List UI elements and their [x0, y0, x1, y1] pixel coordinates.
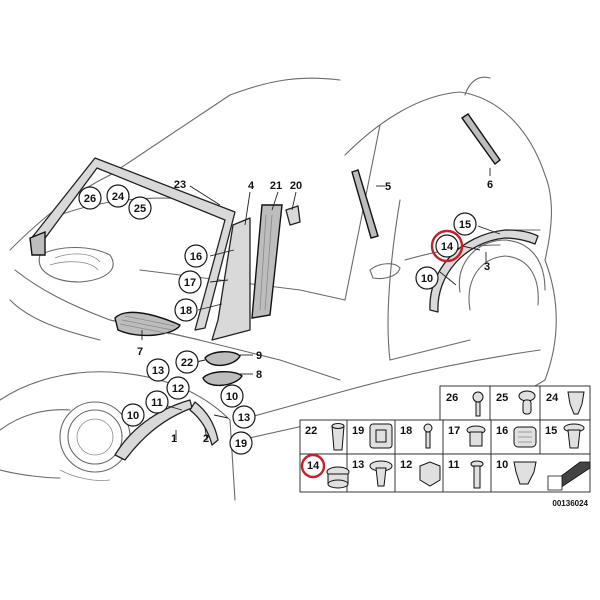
- grid-label-18: 18: [400, 425, 412, 437]
- fastener-26-screw: [472, 391, 484, 417]
- callout-15: 15: [453, 212, 477, 236]
- arrow-shape: [547, 461, 591, 491]
- label-8: 8: [256, 369, 262, 381]
- grid-label-19: 19: [352, 425, 364, 437]
- label-9: 9: [256, 350, 262, 362]
- label-4: 4: [248, 180, 255, 192]
- svg-text:24: 24: [112, 191, 125, 203]
- grid-label-22: 22: [305, 425, 317, 437]
- grid-label-13: 13: [352, 459, 364, 471]
- grid-label-15: 15: [545, 425, 557, 437]
- roof-strip-6: [461, 113, 501, 166]
- svg-text:16: 16: [190, 251, 202, 263]
- callout-18: 18: [174, 298, 198, 322]
- pillar-strip-5: [351, 169, 379, 239]
- fastener-11-bolt: [470, 460, 484, 489]
- wheel-arch-trim-2: [189, 401, 219, 446]
- headlight: [59, 401, 131, 481]
- fastener-25-rivet: [518, 390, 536, 415]
- clip-20: [285, 205, 301, 226]
- fastener-13-expanding-rivet: [369, 460, 393, 487]
- label-3: 3: [484, 261, 490, 273]
- fastener-22-sleeve: [331, 423, 345, 451]
- fastener-24-clip: [567, 391, 585, 415]
- windshield-seal-23: [29, 157, 236, 331]
- leader-lines: [141, 168, 501, 441]
- callout-22: 22: [175, 350, 199, 374]
- fastener-16-clip: [513, 426, 537, 448]
- callout-13-front: 13: [146, 358, 170, 382]
- grid-label-17: 17: [448, 425, 460, 437]
- svg-text:19: 19: [235, 438, 247, 450]
- svg-text:17: 17: [184, 277, 196, 289]
- svg-text:10: 10: [226, 391, 238, 403]
- svg-text:26: 26: [84, 193, 96, 205]
- car-rear-outline: [344, 76, 581, 401]
- grid-label-14: 14: [307, 460, 320, 472]
- svg-text:22: 22: [181, 357, 193, 369]
- svg-text:14: 14: [441, 241, 454, 253]
- label-6: 6: [487, 179, 493, 191]
- side-vent-9: [204, 351, 241, 366]
- fastener-14-grommet: [326, 466, 350, 489]
- fastener-10-clip: [513, 461, 537, 485]
- grid-highlight-14: [300, 453, 326, 479]
- callout-14-highlighted: 14: [430, 229, 464, 263]
- callout-25: 25: [128, 196, 152, 220]
- svg-text:13: 13: [152, 365, 164, 377]
- callout-10-arch: 10: [220, 384, 244, 408]
- label-7: 7: [137, 346, 143, 358]
- fastener-19-nut-clip: [369, 423, 393, 449]
- fastener-18-screw: [423, 423, 433, 449]
- label-23: 23: [174, 179, 186, 191]
- callout-10-rear: 10: [415, 266, 439, 290]
- fastener-17-grommet: [466, 425, 486, 447]
- callout-24: 24: [106, 184, 130, 208]
- seal-end-left: [29, 230, 46, 256]
- svg-text:25: 25: [134, 203, 146, 215]
- callout-12-front: 12: [166, 376, 190, 400]
- grid-label-12: 12: [400, 459, 412, 471]
- callout-16: 16: [184, 244, 208, 268]
- fastener-15-pushpin: [563, 423, 585, 449]
- document-number: 00136024: [552, 499, 588, 508]
- svg-text:12: 12: [172, 383, 184, 395]
- callout-19: 19: [229, 431, 253, 455]
- label-20: 20: [290, 180, 302, 192]
- callout-10-front: 10: [121, 403, 145, 427]
- grille-7: [114, 311, 181, 337]
- fastener-grid: 26 25 24 22 19 18 17 16 15: [299, 385, 591, 493]
- grid-label-10: 10: [496, 459, 508, 471]
- grid-label-25: 25: [496, 392, 508, 404]
- callout-17: 17: [178, 270, 202, 294]
- svg-text:13: 13: [238, 412, 250, 424]
- fastener-12-hex-nut: [419, 461, 441, 487]
- trim-strip-21: [251, 204, 283, 319]
- svg-text:18: 18: [180, 305, 192, 317]
- svg-text:11: 11: [151, 397, 163, 409]
- label-5: 5: [385, 181, 391, 193]
- callout-11-front: 11: [145, 390, 169, 414]
- grid-label-26: 26: [446, 392, 458, 404]
- label-21: 21: [270, 180, 282, 192]
- svg-text:10: 10: [127, 410, 139, 422]
- side-vent-8: [202, 371, 243, 386]
- grid-label-16: 16: [496, 425, 508, 437]
- label-2: 2: [203, 433, 209, 445]
- grid-label-24: 24: [546, 392, 559, 404]
- callout-13-arch: 13: [232, 405, 256, 429]
- callout-26: 26: [78, 186, 102, 210]
- grid-label-11: 11: [448, 459, 460, 471]
- svg-text:15: 15: [459, 219, 471, 231]
- label-1: 1: [171, 433, 177, 445]
- svg-text:10: 10: [421, 273, 433, 285]
